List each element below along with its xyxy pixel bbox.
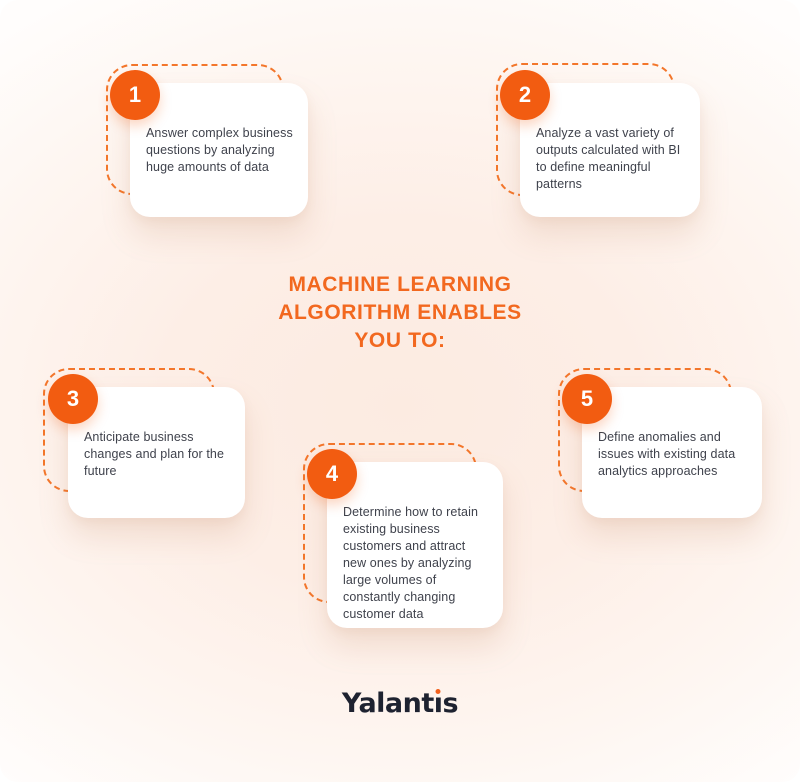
step-number-badge: 2	[500, 70, 550, 120]
card-body: Determine how to retain existing busines…	[327, 462, 503, 628]
brand-letter-i: ı	[434, 688, 443, 719]
brand-dotless-i: ı	[433, 688, 443, 719]
ml-benefit-card-3: Anticipate business changes and plan for…	[43, 368, 253, 528]
page-title: MACHINE LEARNING ALGORITHM ENABLES YOU T…	[0, 271, 800, 355]
step-number-badge: 1	[110, 70, 160, 120]
brand-i-dot-icon	[435, 689, 441, 694]
ml-benefit-card-2: Analyze a vast variety of outputs calcul…	[496, 63, 706, 223]
card-body: Define anomalies and issues with existin…	[582, 387, 762, 518]
card-text: Anticipate business changes and plan for…	[84, 430, 225, 478]
brand-prefix: Yalant	[341, 688, 434, 719]
card-text: Determine how to retain existing busines…	[343, 505, 479, 621]
card-body: Analyze a vast variety of outputs calcul…	[520, 83, 700, 217]
step-number-badge: 3	[48, 374, 98, 424]
ml-benefit-card-5: Define anomalies and issues with existin…	[558, 368, 770, 528]
title-line-3: YOU TO:	[354, 329, 446, 352]
card-text: Analyze a vast variety of outputs calcul…	[536, 126, 681, 191]
title-line-2: ALGORITHM ENABLES	[278, 301, 522, 324]
ml-benefit-card-4: Determine how to retain existing busines…	[303, 443, 513, 638]
brand-suffix: s	[442, 688, 459, 719]
step-number-badge: 5	[562, 374, 612, 424]
card-body: Answer complex business questions by ana…	[130, 83, 308, 217]
step-number-badge: 4	[307, 449, 357, 499]
ml-benefit-card-1: Answer complex business questions by ana…	[106, 64, 316, 224]
card-body: Anticipate business changes and plan for…	[68, 387, 245, 518]
card-text: Define anomalies and issues with existin…	[598, 430, 736, 478]
card-text: Answer complex business questions by ana…	[146, 126, 293, 174]
title-line-1: MACHINE LEARNING	[288, 273, 512, 296]
